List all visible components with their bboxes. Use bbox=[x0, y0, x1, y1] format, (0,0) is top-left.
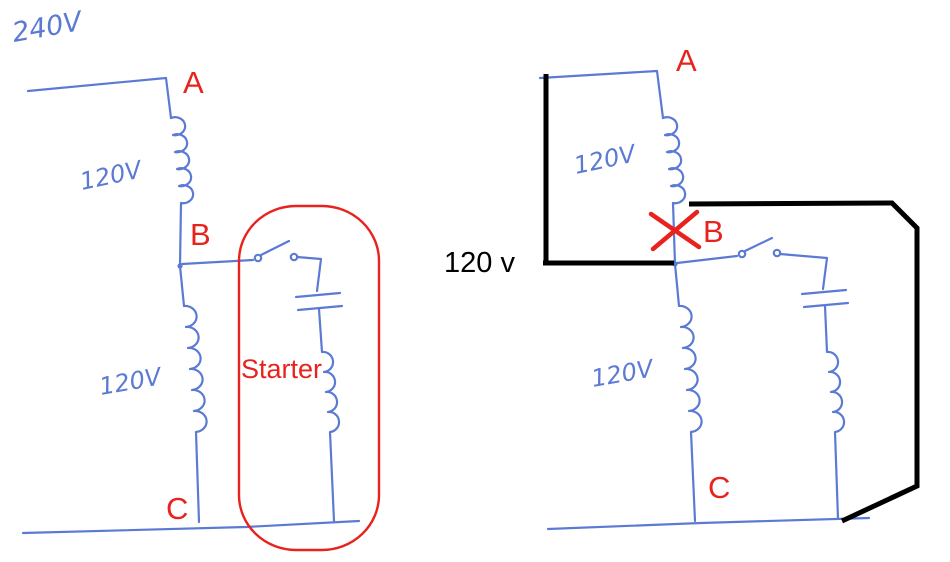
fault-x-mark bbox=[648, 209, 702, 252]
left-circuit: 240V 120V 120V A B C Starter bbox=[10, 6, 381, 552]
right-starter-coil bbox=[823, 304, 846, 521]
left-starter-coil bbox=[317, 307, 341, 523]
right-capacitor-plate-top bbox=[800, 288, 848, 296]
left-capacitor-plate-bottom bbox=[296, 304, 344, 312]
right-black-measurement-lines bbox=[543, 74, 920, 524]
left-blue-wiring bbox=[21, 76, 361, 535]
right-top-supply-wire bbox=[538, 69, 665, 120]
left-supply-voltage-label: 240V bbox=[10, 6, 87, 49]
left-blue-labels: 240V 120V 120V bbox=[10, 6, 165, 401]
right-upper-winding-voltage-label: 120V bbox=[571, 139, 639, 180]
left-node-a-label: A bbox=[183, 65, 204, 100]
right-lower-winding-voltage-label: 120V bbox=[589, 354, 657, 393]
right-switch-lever bbox=[743, 236, 774, 253]
right-blue-wiring bbox=[538, 69, 871, 531]
left-red-annotations: A B C Starter bbox=[166, 65, 381, 552]
left-node-c-label: C bbox=[166, 491, 188, 526]
left-switch-to-capacitor-wire bbox=[295, 255, 323, 293]
right-node-a-label: A bbox=[676, 43, 697, 78]
right-node-c-label: C bbox=[708, 470, 730, 505]
right-circuit: 120V 120V 120 v A B C bbox=[444, 43, 920, 531]
starter-highlight-oval bbox=[237, 204, 381, 552]
fault-x-stroke-2 bbox=[650, 209, 700, 252]
right-winding-a-b-coil bbox=[661, 116, 687, 266]
right-blue-labels: 120V 120V bbox=[571, 139, 656, 393]
left-switch-contact-left bbox=[253, 253, 263, 263]
left-switch-lever bbox=[259, 239, 291, 257]
right-winding-b-c-coil bbox=[673, 262, 703, 523]
right-switch-contact-left bbox=[737, 249, 747, 259]
right-capacitor-plate-bottom bbox=[802, 301, 850, 309]
left-top-supply-wire bbox=[26, 76, 173, 120]
right-starter-branch-wire bbox=[675, 254, 739, 265]
left-upper-winding-voltage-label: 120V bbox=[77, 155, 145, 196]
left-starter-branch-wire bbox=[180, 258, 255, 266]
left-lower-winding-voltage-label: 120V bbox=[97, 362, 165, 401]
measured-voltage-label: 120 v bbox=[444, 247, 515, 279]
right-red-annotations: A B C bbox=[648, 43, 730, 505]
left-node-b-junction-dot bbox=[177, 263, 183, 269]
left-bottom-supply-wire bbox=[21, 519, 361, 535]
left-node-b-label: B bbox=[190, 217, 211, 252]
right-node-b-label: B bbox=[703, 214, 724, 249]
left-winding-b-c-coil bbox=[178, 264, 208, 524]
black-right-bypass-lead bbox=[688, 200, 920, 524]
left-capacitor-plate-top bbox=[294, 291, 342, 299]
starter-text-label: Starter bbox=[241, 354, 322, 384]
right-switch-contact-right bbox=[772, 248, 782, 258]
right-bottom-supply-wire bbox=[546, 516, 871, 531]
right-switch-to-capacitor-wire bbox=[778, 252, 829, 291]
left-winding-a-b-coil bbox=[169, 116, 195, 268]
